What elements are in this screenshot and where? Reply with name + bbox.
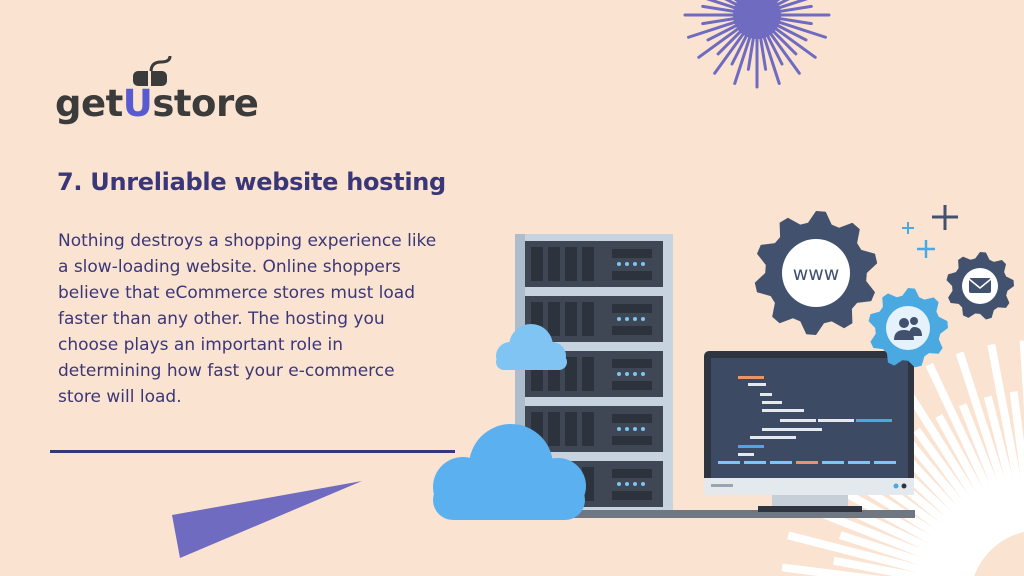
logo: getUstore [55,56,265,126]
cloud-large-icon [433,424,586,520]
logo-text-store: store [152,82,259,125]
gear-www-icon [754,211,878,335]
plus-icon-medium [917,240,935,258]
cloud-small-icon [496,324,567,370]
mouse-icon [133,56,172,86]
plus-icon-small [902,222,914,234]
logo-text-get: get [55,82,123,125]
gear-www-label: www [793,263,840,285]
desk [565,510,915,518]
logo-text: getUstore [55,82,259,125]
monitor-icon [704,351,914,512]
logo-text-u: U [122,82,153,125]
body-text: Nothing destroys a shopping experience l… [58,231,437,407]
starburst-top-icon [683,0,831,89]
server-rack-icon [515,234,673,512]
page-title: 7. Unreliable website hosting [57,168,446,196]
divider [50,450,455,453]
plus-icon-large [932,205,958,230]
triangle-decoration [172,481,362,558]
users-icon [894,317,922,340]
mail-icon [968,278,992,293]
